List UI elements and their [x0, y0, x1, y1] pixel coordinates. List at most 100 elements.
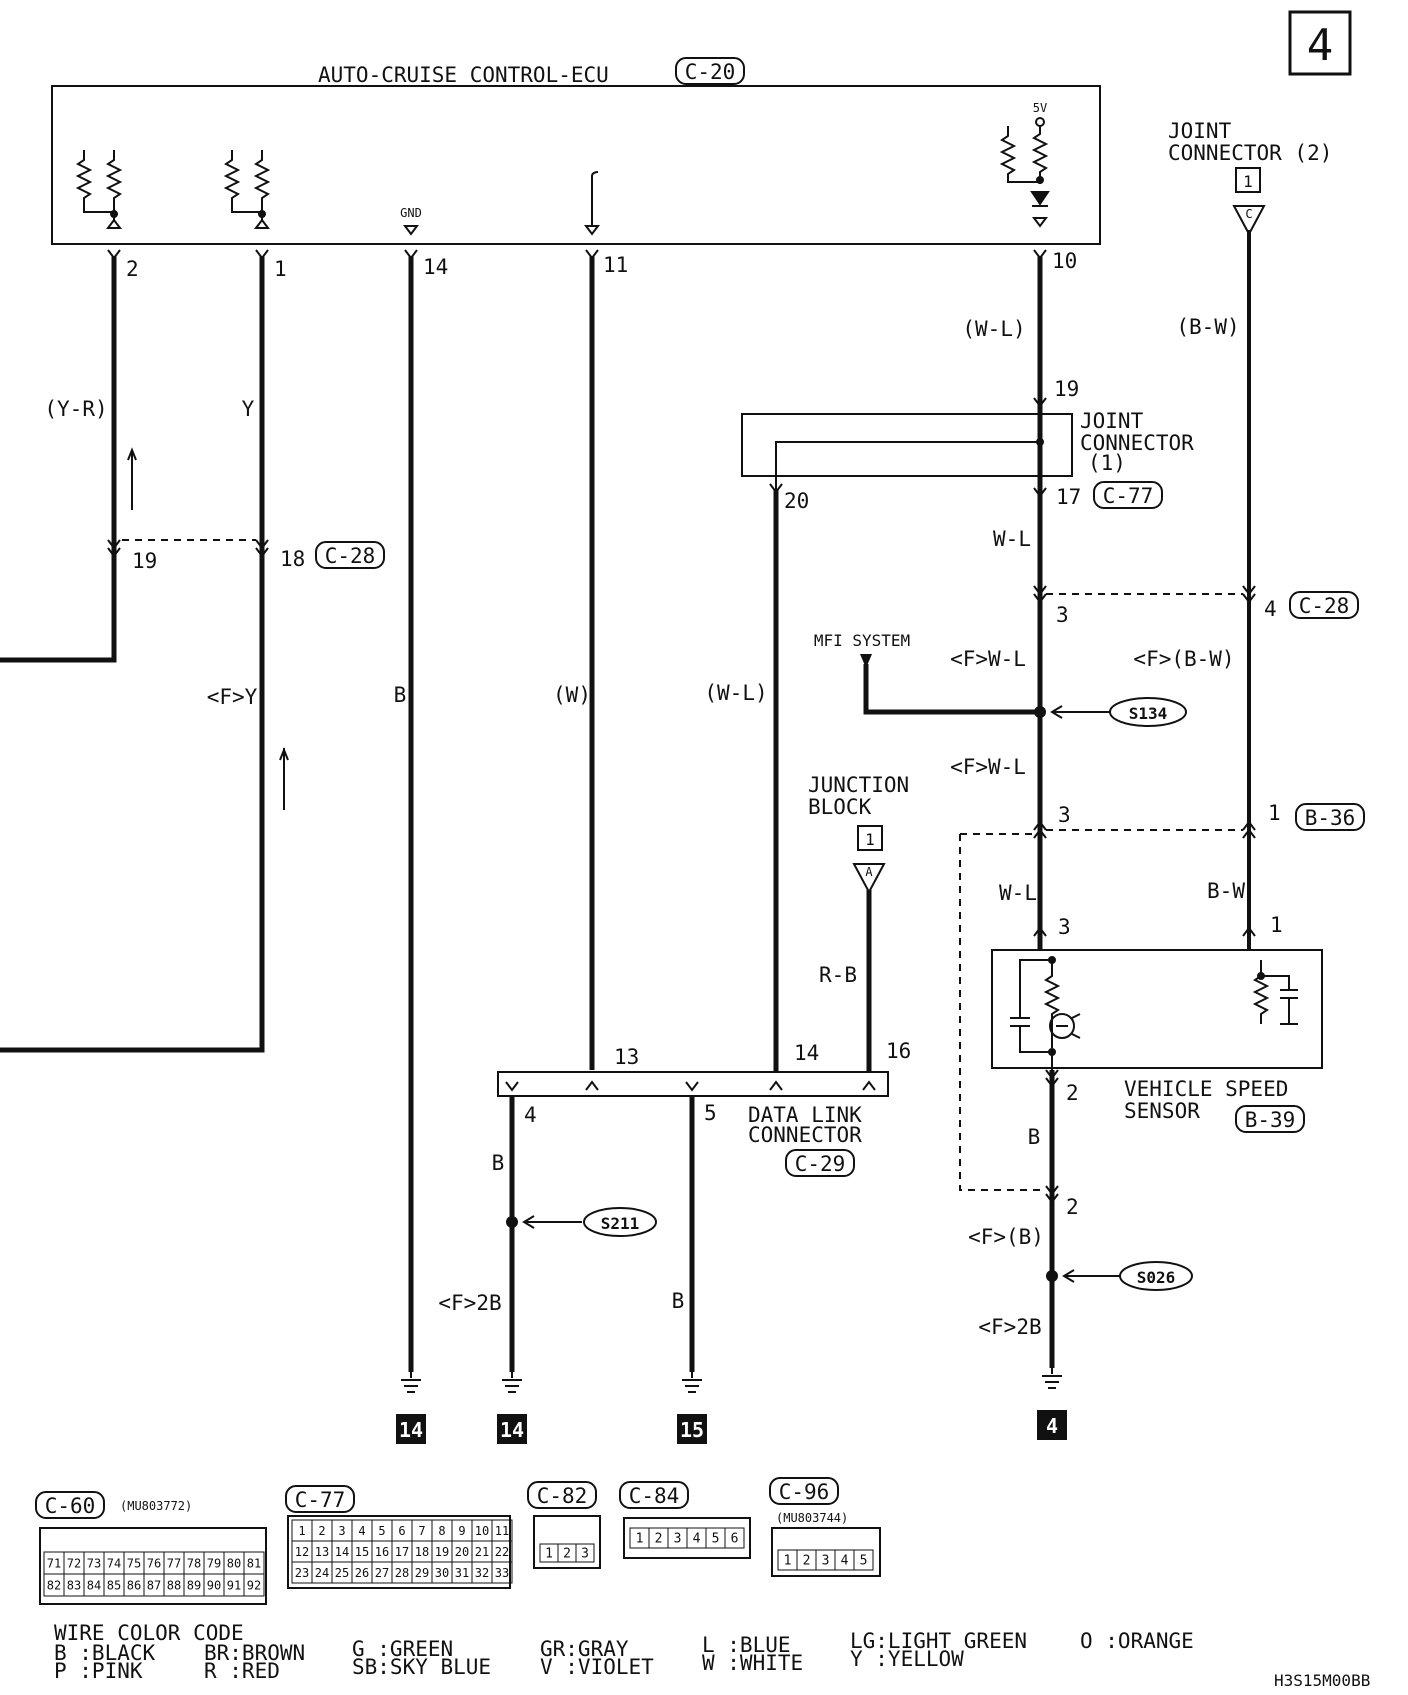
vss-pin-2-lower: 2 — [1066, 1195, 1079, 1219]
c82-pin-number: 3 — [581, 1547, 589, 1562]
c60-pin-number: 84 — [87, 1578, 101, 1592]
vss-pin-1: 1 — [1270, 913, 1283, 937]
page-number: 4 — [1307, 20, 1334, 71]
wire-mfi — [863, 664, 1040, 715]
wire-label-b-p5: B — [672, 1289, 685, 1313]
wire-label-f-b: <F>(B) — [968, 1225, 1044, 1249]
c77-pin-number: 9 — [458, 1524, 465, 1538]
c77-pin-number: 12 — [295, 1545, 309, 1559]
c77-pin-number: 19 — [435, 1545, 449, 1559]
c77-label: C-77 — [295, 1488, 346, 1512]
wire-label-b-w-top: (B-W) — [1176, 315, 1239, 339]
mfi-terminal — [860, 654, 872, 668]
c84-pin-number: 4 — [693, 1532, 701, 1547]
c96-pin-number: 3 — [822, 1554, 830, 1569]
c60-label: C-60 — [45, 1494, 96, 1518]
c60-pin-number: 76 — [147, 1556, 161, 1570]
c60-pin-number: 81 — [247, 1556, 261, 1570]
b36-label: B-36 — [1305, 806, 1356, 830]
wire-label-w-l-lower: W-L — [999, 881, 1037, 905]
mfi-label: MFI SYSTEM — [814, 631, 910, 650]
c60-pin-number: 79 — [207, 1556, 221, 1570]
dlc-pin-markers — [505, 1080, 876, 1092]
c60-pin-number: 87 — [147, 1578, 161, 1592]
c28-right-pin-markers — [1033, 585, 1256, 604]
c77-pin-number: 23 — [295, 1566, 309, 1580]
c77-pin-number: 33 — [495, 1566, 509, 1580]
joint2-title-1: JOINT — [1168, 119, 1232, 143]
c84-pin-number: 1 — [636, 1532, 644, 1547]
joint2-ref-box — [1235, 167, 1261, 193]
vss-lower-pin-markers — [1045, 1185, 1059, 1204]
ecu-gnd-label: GND — [400, 206, 422, 220]
c28-right-pin-3: 3 — [1056, 603, 1069, 627]
legend-w: W :WHITE — [702, 1651, 803, 1675]
c60-badge — [35, 1491, 105, 1519]
ecu-pin-10: 10 — [1052, 249, 1077, 273]
ecu-input-pin11 — [584, 171, 600, 236]
s211-badge — [583, 1207, 657, 1237]
junction-letter: A — [865, 865, 873, 879]
c77-pin-cell — [491, 1561, 513, 1584]
wire-label-b-dlc: B — [492, 1151, 505, 1175]
ecu-pin-11: 11 — [603, 253, 628, 277]
legend-b: B :BLACK — [54, 1641, 156, 1665]
ecu-connector-badge — [675, 57, 745, 85]
c84-pin-number: 6 — [731, 1532, 739, 1547]
c96-part: (MU803744) — [776, 1511, 848, 1525]
ecu-gnd-terminal — [403, 225, 419, 236]
c77-pin-number: 20 — [455, 1545, 469, 1559]
c28-right-badge — [1289, 591, 1359, 619]
ecu-pin-14: 14 — [423, 255, 448, 279]
dlc-box — [497, 1071, 889, 1097]
c60-pin-number: 86 — [127, 1578, 141, 1592]
ground-label-3: 15 — [680, 1418, 704, 1442]
c60-pin-number: 80 — [227, 1556, 241, 1570]
c77-pin-number: 22 — [495, 1545, 509, 1559]
ground-label-4: 4 — [1046, 1414, 1058, 1438]
c77-pin-number: 5 — [378, 1524, 385, 1538]
dlc-pin-4: 4 — [524, 1103, 537, 1127]
dlc-pin-5: 5 — [704, 1101, 717, 1125]
wire-label-f-w-l-2: <F>W-L — [950, 755, 1026, 779]
dlc-pin-14: 14 — [794, 1041, 819, 1065]
ground-badge-3 — [677, 1414, 707, 1444]
c60-pin-number: 73 — [87, 1556, 101, 1570]
c77-pin-number: 16 — [375, 1545, 389, 1559]
junction-ref: 1 — [865, 830, 875, 849]
b36-connector-link — [960, 829, 1243, 835]
junction-title-2: BLOCK — [808, 795, 872, 819]
ground-badge-2 — [497, 1414, 527, 1444]
wire-label-f-b-w: <F>(B-W) — [1133, 647, 1234, 671]
c82-pin-number: 1 — [545, 1547, 553, 1562]
c84-pin-number: 5 — [712, 1532, 720, 1547]
c77-badge — [285, 1485, 355, 1513]
c77-pin-number: 32 — [475, 1566, 489, 1580]
dlc-connector-badge — [785, 1149, 855, 1177]
c84-pin-cell — [724, 1527, 745, 1549]
wire-label-b: B — [394, 683, 407, 707]
legend-l: L :BLUE — [702, 1633, 791, 1657]
b36-pin-markers — [1033, 820, 1256, 839]
c28-right-label: C-28 — [1299, 594, 1350, 618]
c28-right-pin-4: 4 — [1264, 597, 1277, 621]
legend-title: WIRE COLOR CODE — [54, 1621, 244, 1645]
joint1-title-1: JOINT — [1080, 409, 1144, 433]
c60-pin-number: 85 — [107, 1578, 121, 1592]
c82-label: C-82 — [537, 1484, 588, 1508]
c77-pin-number: 24 — [315, 1566, 329, 1580]
c60-pin-cell — [243, 1573, 265, 1597]
c60-pin-number: 74 — [107, 1556, 121, 1570]
vss-top-pin-markers — [1033, 926, 1256, 937]
s026-node — [1046, 1270, 1058, 1282]
wire-label-f-2b-right: <F>2B — [978, 1315, 1041, 1339]
c60-pin-number: 92 — [247, 1578, 261, 1592]
vss-box — [991, 949, 1323, 1069]
c60-pin-number: 88 — [167, 1578, 181, 1592]
c96-pin-number: 4 — [841, 1554, 849, 1569]
legend-r: R :RED — [204, 1659, 280, 1683]
b36-badge — [1295, 803, 1365, 831]
joint2-ref: 1 — [1243, 172, 1253, 191]
b36-pin-3: 3 — [1058, 803, 1071, 827]
